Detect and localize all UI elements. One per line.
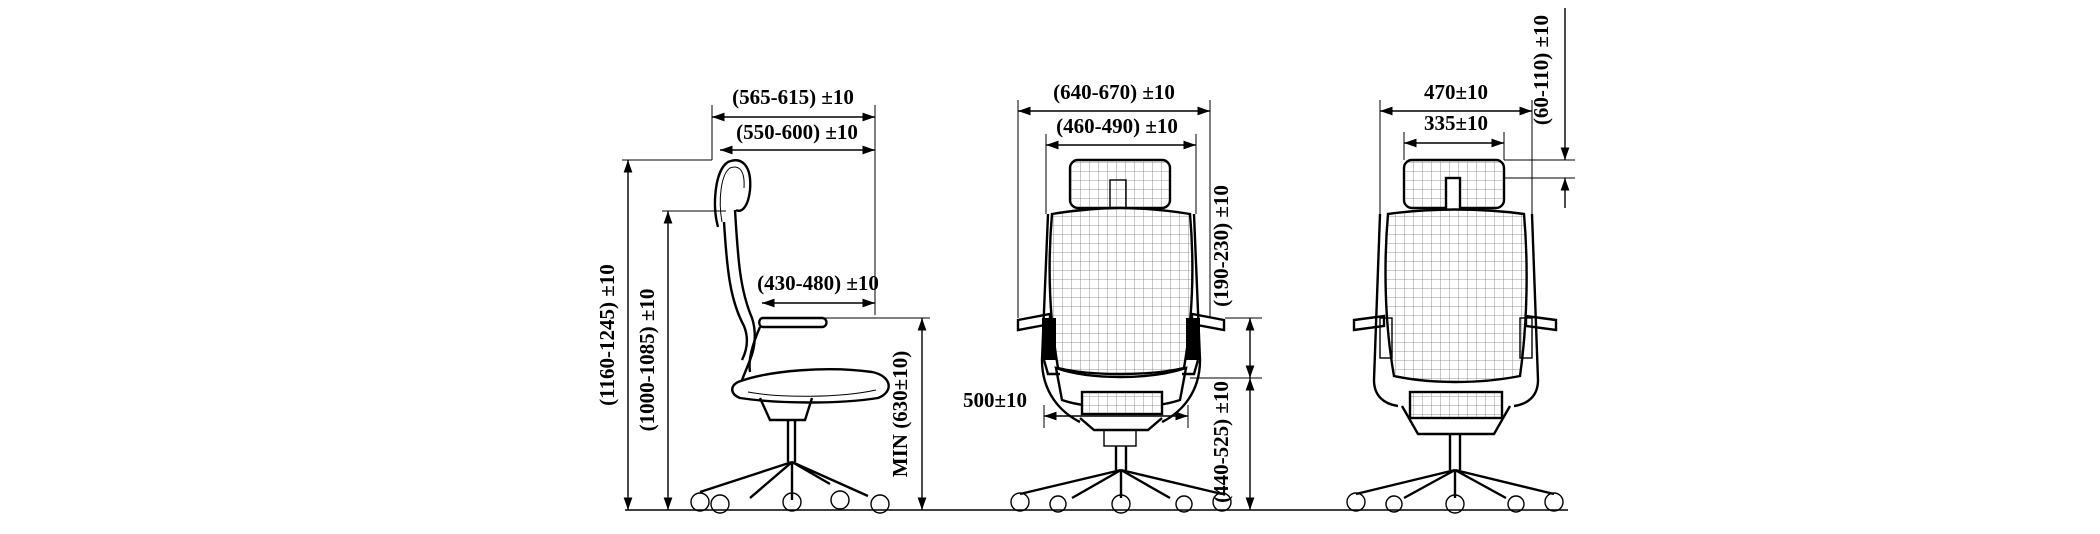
side-dim-top-inner: (550-600) ±10	[720, 120, 875, 155]
front-dim-seat-width: 500±10	[963, 388, 1189, 428]
side-armrest-depth-label: (430-480) ±10	[757, 271, 879, 295]
front-dim-seat-height: (440-525) ±10	[1209, 378, 1255, 510]
front-inner-width-label: (460-490) ±10	[1056, 114, 1178, 138]
side-dim-back-height: (1000-1085) ±10	[635, 210, 726, 510]
side-view-chair	[690, 159, 890, 514]
side-back-height-label: (1000-1085) ±10	[635, 289, 659, 432]
side-armrest-height-label: MIN (630±10)	[888, 351, 912, 477]
headrest-width-label: 335±10	[1424, 111, 1488, 135]
back-dim-back-width: 470±10	[1379, 80, 1533, 214]
side-dim-top-outer: (565-615) ±10	[711, 85, 876, 315]
side-top-outer-label: (565-615) ±10	[732, 85, 854, 109]
side-total-height-label: (1160-1245) ±10	[595, 264, 619, 406]
back-view-chair	[1346, 158, 1564, 514]
side-dim-total-height: (1160-1245) ±10	[595, 159, 712, 510]
front-view-chair	[1010, 158, 1232, 514]
front-seat-height-label: (440-525) ±10	[1209, 381, 1233, 503]
front-dim-inner-width: (460-490) ±10	[1045, 114, 1197, 214]
headrest-adjust-label: (60-110) ±10	[1529, 15, 1553, 125]
back-dim-headrest-width: 335±10	[1403, 111, 1505, 160]
back-width-label: 470±10	[1424, 80, 1488, 104]
front-dim-armrest-to-seat: (190-230) ±10	[1190, 185, 1262, 379]
back-dim-headrest-adjust: (60-110) ±10	[1504, 8, 1575, 208]
front-dim-overall-width: (640-670) ±10	[1017, 80, 1211, 318]
side-dim-armrest-depth: (430-480) ±10	[757, 271, 879, 308]
front-seat-width-label: 500±10	[963, 388, 1027, 412]
side-top-inner-label: (550-600) ±10	[736, 120, 858, 144]
front-overall-width-label: (640-670) ±10	[1053, 80, 1175, 104]
side-dim-armrest-height: MIN (630±10)	[822, 317, 930, 510]
front-armrest-to-seat-label: (190-230) ±10	[1209, 185, 1233, 307]
